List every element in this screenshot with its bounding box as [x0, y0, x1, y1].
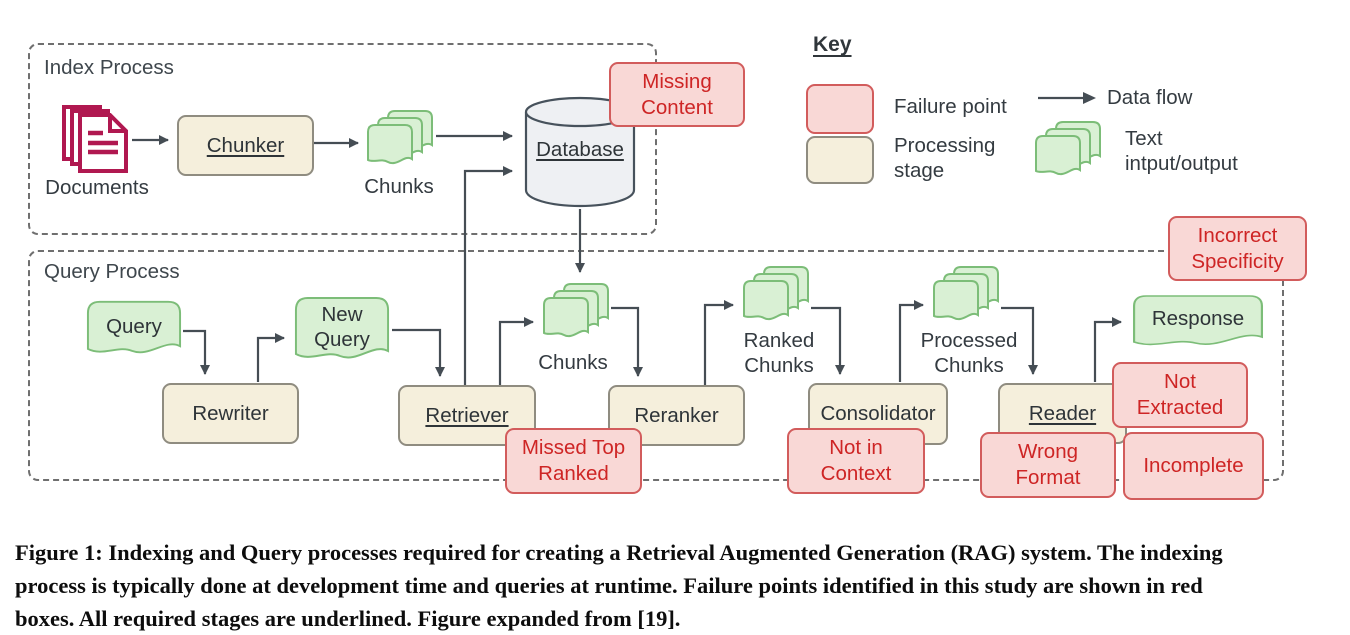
query-card: Query	[85, 299, 183, 365]
retriever-label: Retriever	[425, 403, 509, 427]
retriever-stage: Retriever	[398, 385, 536, 446]
rewriter-stage: Rewriter	[162, 383, 299, 444]
failure-missing-content: Missing Content	[609, 62, 745, 127]
reranker-stage: Reranker	[608, 385, 745, 446]
chunks-index-icon	[366, 108, 434, 170]
response-card: Response	[1130, 293, 1266, 355]
failure-incomplete: Incomplete	[1123, 432, 1264, 500]
reader-label: Reader	[1028, 401, 1097, 425]
new-query-label: New Query	[314, 303, 370, 351]
data-flow-arrow-icon	[1036, 89, 1098, 107]
response-label: Response	[1151, 307, 1245, 331]
failure-wrong-format: Wrong Format	[980, 432, 1116, 498]
failure-missed-top-ranked: Missed Top Ranked	[505, 428, 642, 494]
database-label: Database	[536, 138, 624, 161]
caption-line-2: process is typically done at development…	[15, 573, 1203, 598]
failure-incorrect-specificity: Incorrect Specificity	[1168, 216, 1307, 281]
key-title: Key	[813, 33, 852, 56]
failure-not-extracted: Not Extracted	[1112, 362, 1248, 428]
data-flow-label: Data flow	[1107, 86, 1193, 109]
figure-caption: Figure 1: Indexing and Query processes r…	[15, 536, 1337, 635]
text-io-label: Text intput/output	[1125, 127, 1238, 175]
query-process-title: Query Process	[44, 260, 180, 283]
ranked-chunks-label: Ranked Chunks	[743, 329, 815, 377]
rewriter-label: Rewriter	[192, 401, 269, 425]
failure-point-swatch	[806, 84, 874, 134]
index-process-group	[28, 43, 657, 235]
query-process-group	[28, 250, 1284, 481]
chunker-label: Chunker	[206, 133, 285, 157]
processing-stage-label: Processing stage	[894, 134, 996, 182]
query-label: Query	[106, 315, 162, 339]
rag-figure: Index Process Query Process	[28, 33, 1307, 500]
text-io-icon	[1034, 119, 1102, 181]
processed-chunks-label: Processed Chunks	[920, 329, 1018, 377]
failure-not-in-context: Not in Context	[787, 428, 925, 494]
failure-point-label: Failure point	[894, 95, 1007, 118]
documents-icon	[58, 101, 132, 175]
chunks-query-icon	[542, 281, 610, 343]
chunks-index-label: Chunks	[364, 175, 434, 198]
ranked-chunks-icon	[742, 264, 810, 326]
processing-stage-swatch	[806, 136, 874, 184]
database-icon: Database	[522, 94, 638, 210]
documents-label: Documents	[45, 176, 149, 199]
consolidator-label: Consolidator	[820, 402, 936, 425]
processed-chunks-icon	[932, 264, 1000, 326]
chunks-query-label: Chunks	[538, 351, 608, 374]
caption-line-3: boxes. All required stages are underline…	[15, 606, 681, 631]
caption-line-1: Figure 1: Indexing and Query processes r…	[15, 540, 1223, 565]
new-query-card: New Query	[293, 295, 391, 371]
reranker-label: Reranker	[634, 403, 719, 427]
chunker-stage: Chunker	[177, 115, 314, 176]
index-process-title: Index Process	[44, 56, 174, 79]
